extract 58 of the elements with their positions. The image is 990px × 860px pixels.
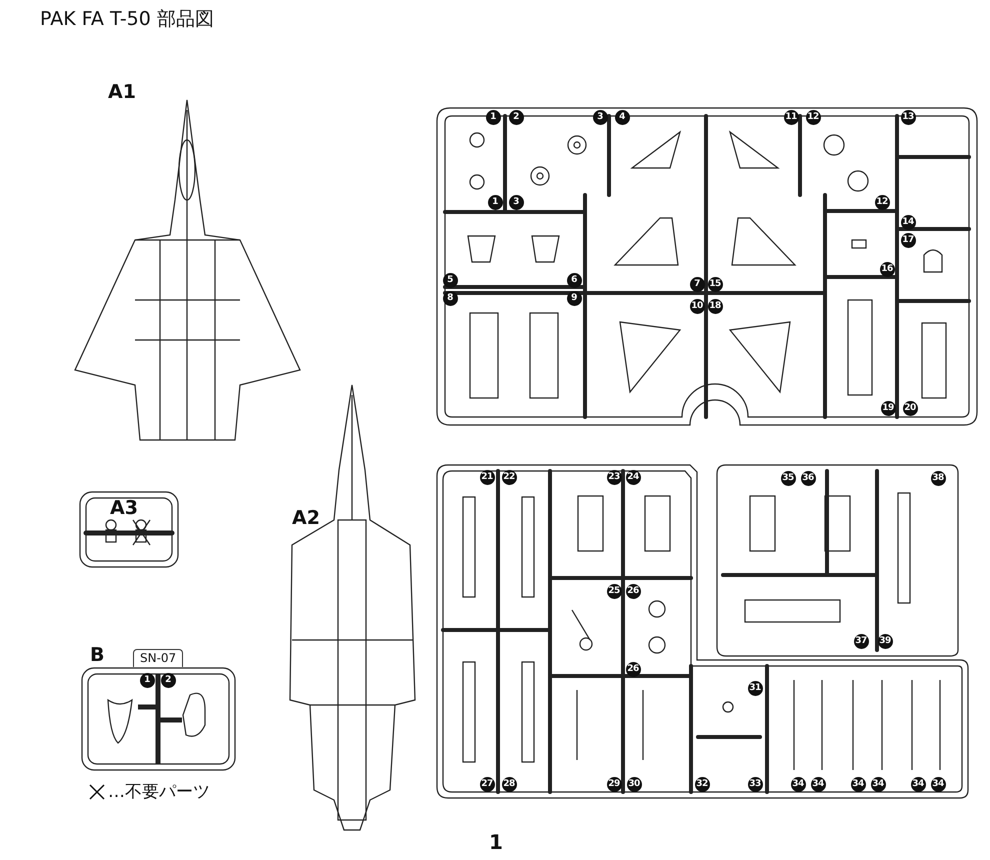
- callout-number: 26: [626, 662, 640, 676]
- sprue-letter: A1: [108, 82, 136, 102]
- callout-number: 35: [780, 470, 796, 486]
- callout-number: 34: [810, 776, 826, 792]
- callout-number: 29: [606, 776, 622, 792]
- callout-number: 21: [480, 470, 494, 484]
- callout-number: 27: [480, 776, 494, 792]
- page-number: 1: [489, 830, 503, 854]
- callout-number: 2: [160, 672, 176, 688]
- callout-number: 17: [900, 232, 916, 248]
- callout-number: 7: [690, 276, 704, 292]
- callout-number: 8: [442, 290, 458, 306]
- legend-text: …不要パーツ: [108, 781, 210, 803]
- callout-number: 34: [790, 776, 806, 792]
- callout-number: 5: [442, 272, 458, 288]
- sprue-letter: A3: [110, 498, 138, 518]
- callout-number: 1: [486, 110, 500, 124]
- callout-number: 15: [708, 276, 722, 292]
- callout-number: 10: [690, 298, 704, 314]
- callout-number: 4: [614, 110, 630, 124]
- callout-number: 34: [870, 776, 886, 792]
- callout-number: 23: [606, 470, 622, 484]
- callout-number: 24: [626, 470, 640, 484]
- callout-number: 3: [508, 194, 524, 210]
- callout-number: 9: [566, 290, 582, 306]
- callout-number: 38: [930, 470, 946, 486]
- sprue-letter: A2: [292, 508, 320, 528]
- callout-number: 19: [880, 400, 896, 416]
- callout-number: 12: [806, 110, 820, 124]
- callout-number: 25: [606, 584, 622, 598]
- callout-number: 37: [854, 634, 868, 648]
- callout-number: 39: [878, 634, 892, 648]
- callout-number: 34: [910, 776, 926, 792]
- callout-number: 26: [626, 584, 640, 598]
- callout-number: 32: [694, 776, 710, 792]
- callout-number: 1: [488, 194, 502, 210]
- callout-number: 30: [626, 776, 642, 792]
- callout-number: 2: [508, 110, 524, 124]
- callout-number: 1: [140, 672, 154, 688]
- sprue-tag: SN-07: [133, 649, 184, 667]
- callout-number: 3: [592, 110, 608, 124]
- callout-number: 31: [748, 680, 762, 696]
- callout-number: 12: [874, 194, 890, 210]
- callout-number: 33: [748, 776, 762, 792]
- callout-number: 14: [900, 214, 916, 230]
- callout-number: 20: [902, 400, 918, 416]
- callout-number: 6: [566, 272, 582, 288]
- callout-number: 28: [502, 776, 516, 792]
- sprue-letter: B: [90, 645, 104, 665]
- callout-number: 36: [800, 470, 816, 486]
- callout-number: 16: [880, 262, 894, 276]
- callout-number: 34: [930, 776, 946, 792]
- callout-number: 34: [850, 776, 866, 792]
- callout-number: 22: [502, 470, 516, 484]
- callout-number: 18: [708, 298, 722, 314]
- callout-number: 11: [784, 110, 798, 124]
- title: PAK FA T-50 部品図: [40, 7, 214, 32]
- callout-number: 13: [900, 110, 916, 124]
